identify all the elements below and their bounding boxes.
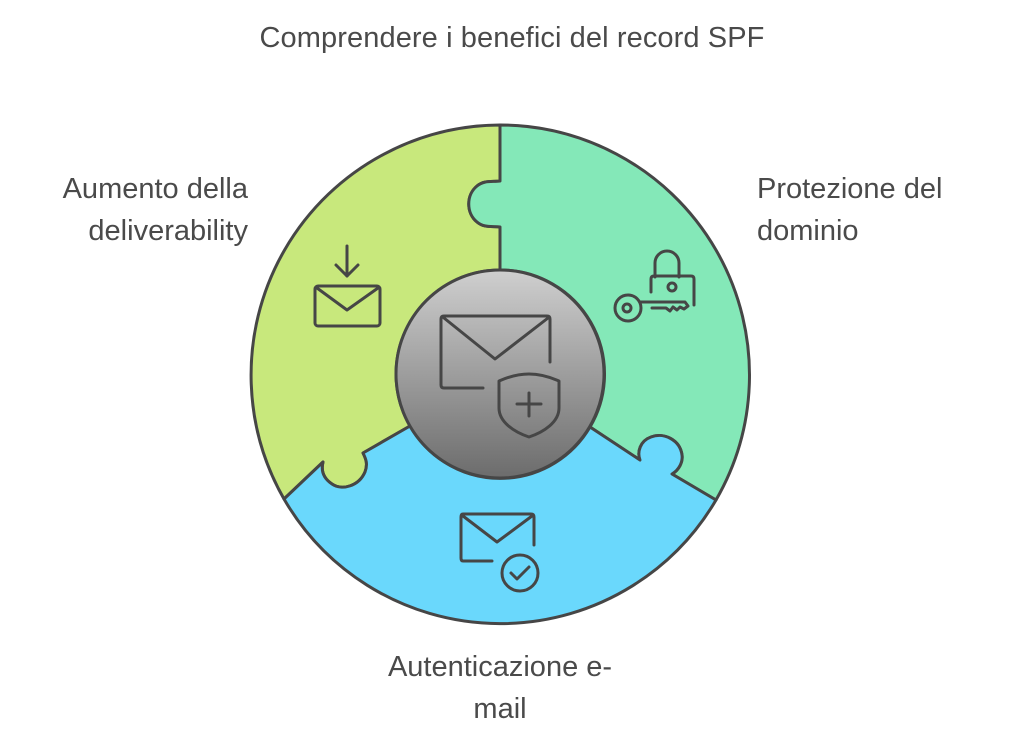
lock-key-icon [613,249,696,323]
mail-download-icon [313,244,382,328]
diagram-title: Comprendere i benefici del record SPF [259,22,765,54]
mail-shield-plus-icon [439,314,561,439]
mail-check-icon [459,512,540,593]
label-email-authentication-line-2: mail [473,693,527,725]
label-domain-protection-line-1: Protezione del [757,173,943,205]
label-deliverability-line-2: deliverability [88,215,248,247]
segment-email-authentication-shape [282,424,718,626]
label-deliverability: Aumento della deliverability [20,168,248,252]
label-domain-protection: Protezione del dominio [757,168,1007,252]
label-email-authentication-line-1: Autenticazione e- [387,651,613,683]
center-hub [394,268,606,480]
label-domain-protection-line-2: dominio [757,215,859,247]
label-email-authentication: Autenticazione e- mail [330,646,670,730]
label-deliverability-line-1: Aumento della [62,173,248,205]
